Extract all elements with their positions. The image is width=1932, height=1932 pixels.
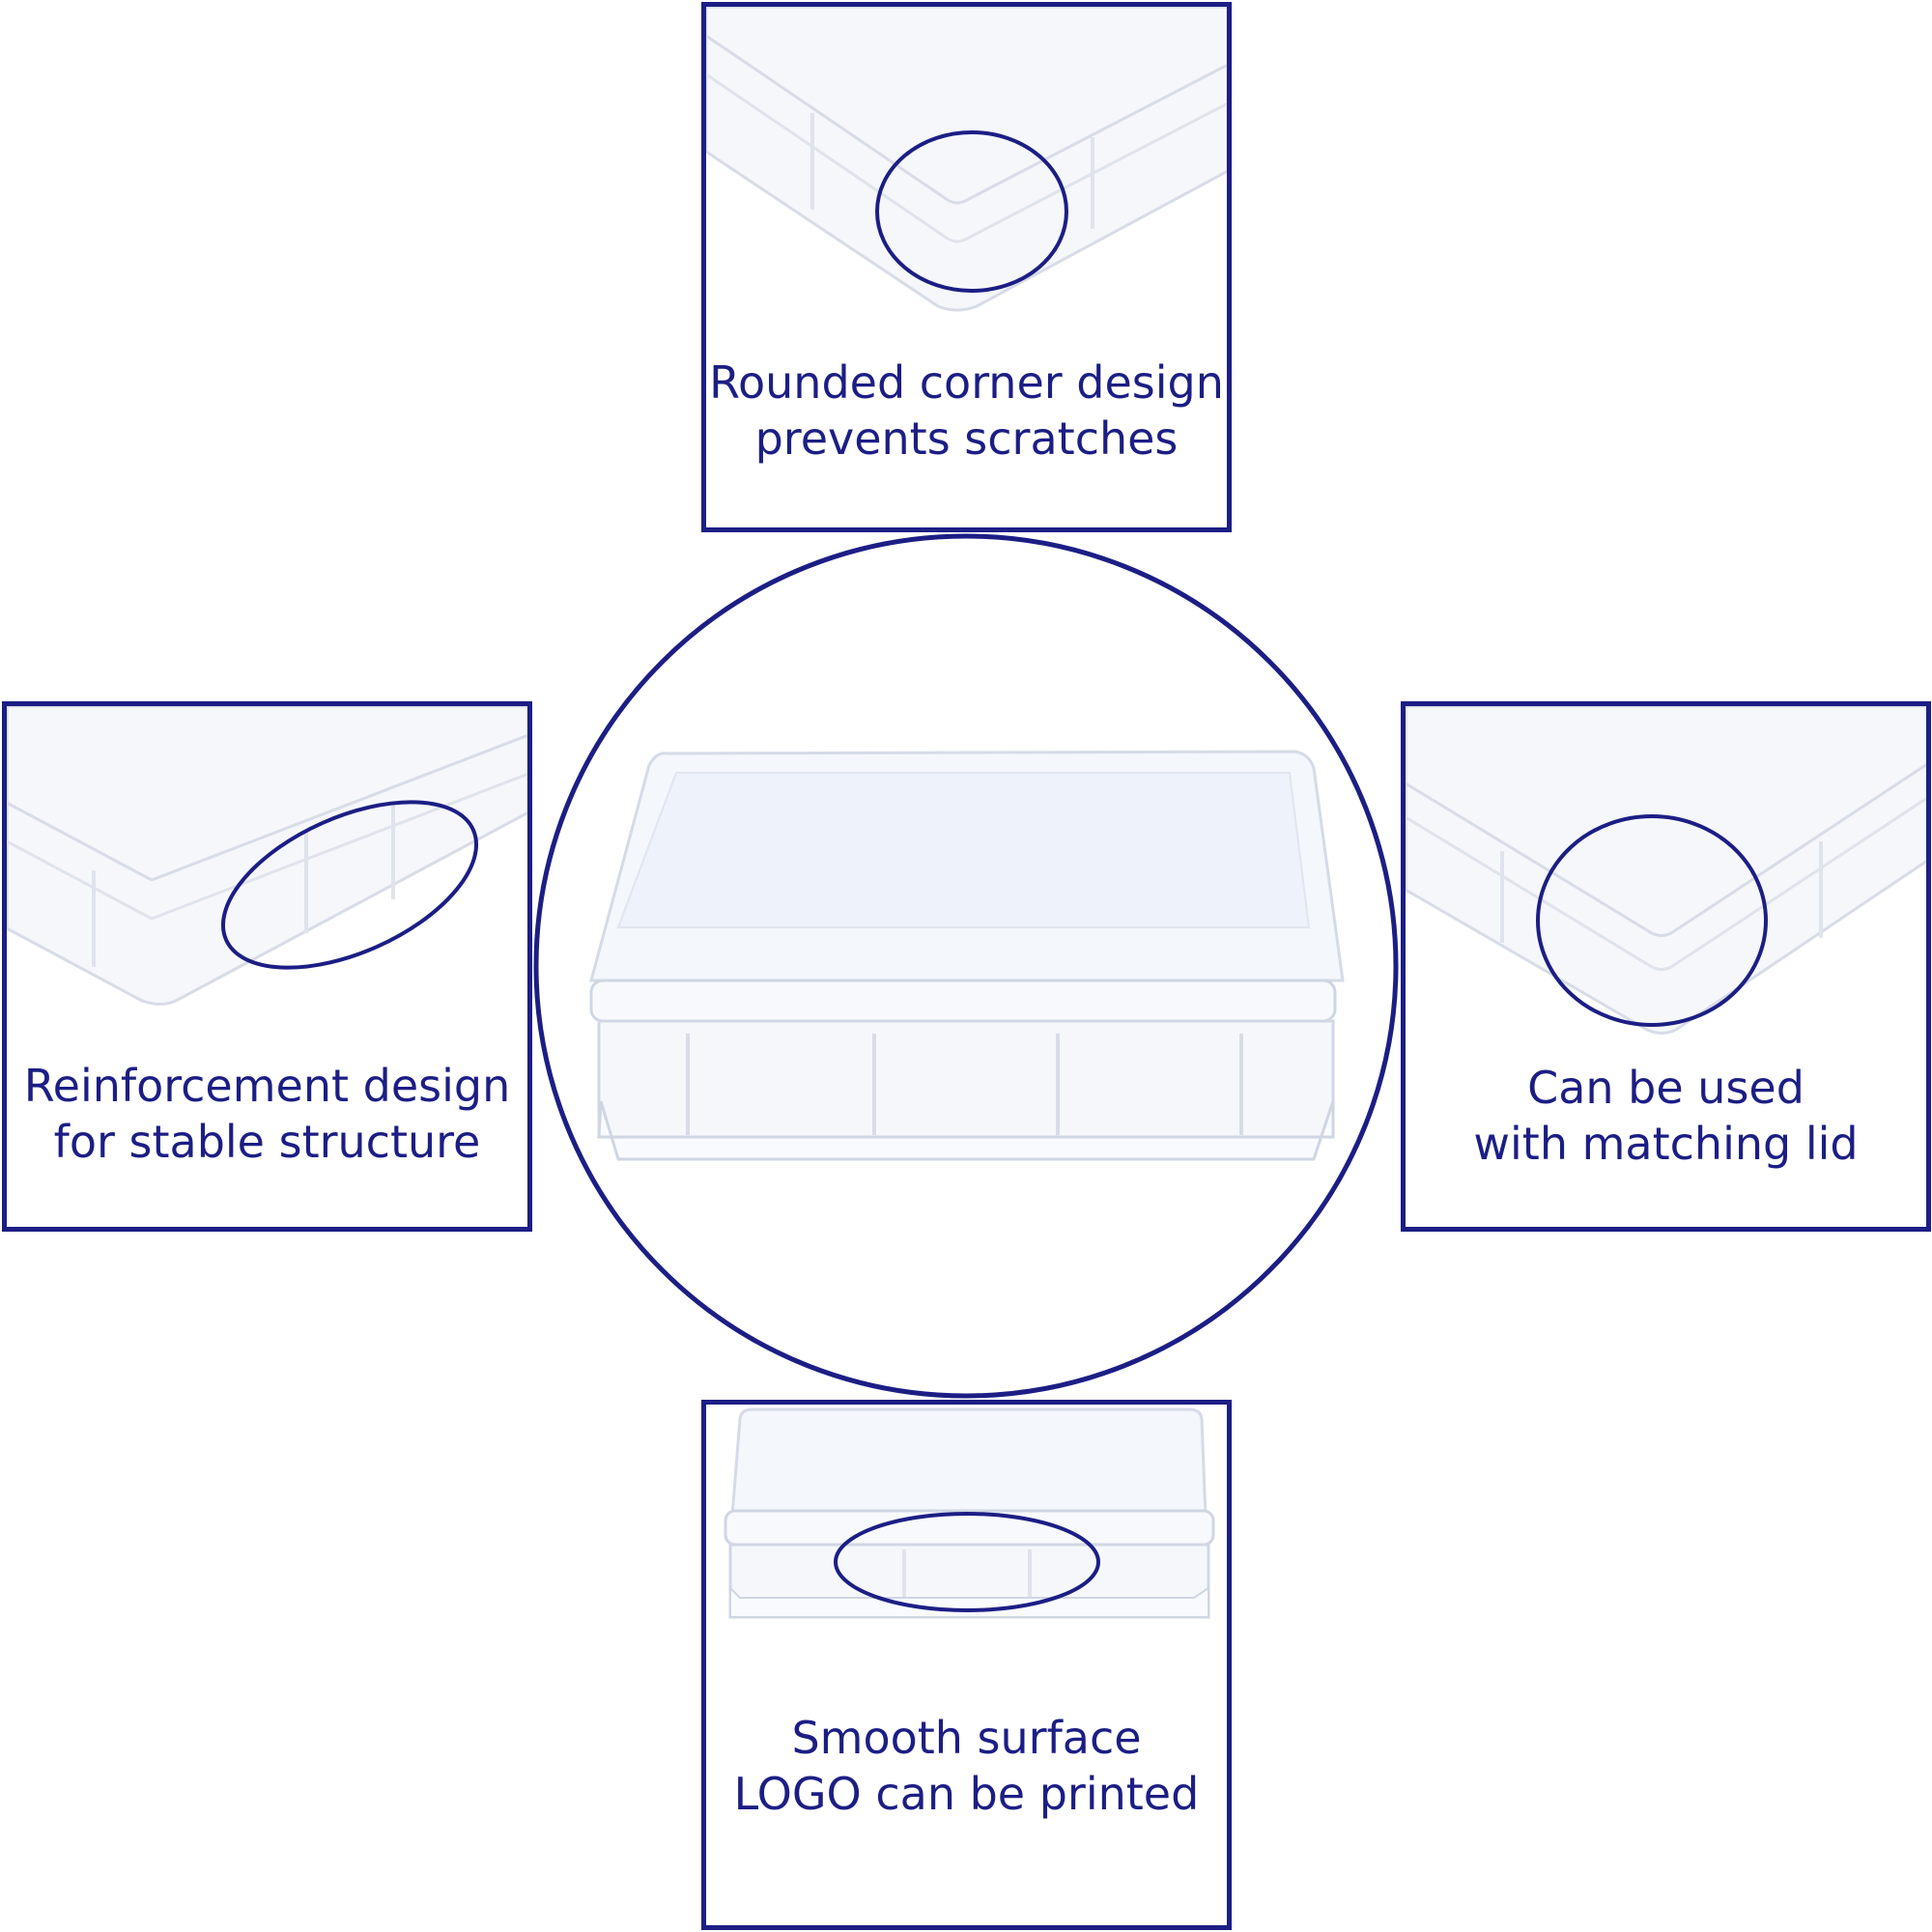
caption-line-1: Can be used xyxy=(1527,1062,1804,1114)
caption-line-1: Rounded corner design xyxy=(709,356,1224,409)
crate-side-ribs-closeup-image xyxy=(7,706,527,1006)
highlight-ellipse xyxy=(834,1512,1100,1612)
feature-panel-top: Rounded corner design prevents scratches xyxy=(701,2,1232,532)
caption-line-2: prevents scratches xyxy=(754,412,1179,465)
feature-caption-right: Can be used with matching lid xyxy=(1406,1060,1926,1172)
highlight-ellipse xyxy=(1536,814,1768,1027)
feature-panel-left: Reinforcement design for stable structur… xyxy=(2,701,532,1232)
feature-caption-top: Rounded corner design prevents scratches xyxy=(706,355,1227,467)
highlight-ellipse xyxy=(220,800,479,970)
crate-corner-closeup-image xyxy=(706,7,1227,312)
feature-caption-left: Reinforcement design for stable structur… xyxy=(7,1058,527,1170)
highlight-ellipse xyxy=(875,130,1068,293)
white-plastic-crate-image xyxy=(589,750,1345,1161)
caption-line-2: with matching lid xyxy=(1473,1118,1859,1170)
feature-panel-right: Can be used with matching lid xyxy=(1401,701,1931,1232)
crate-rim-closeup-image xyxy=(1406,706,1926,1035)
feature-caption-bottom: Smooth surface LOGO can be printed xyxy=(706,1710,1227,1822)
center-circle-frame xyxy=(533,533,1399,1399)
crate-side-panel-closeup-image xyxy=(724,1407,1215,1619)
caption-line-2: for stable structure xyxy=(53,1116,481,1168)
caption-line-2: LOGO can be printed xyxy=(733,1768,1200,1820)
caption-line-1: Smooth surface xyxy=(791,1712,1142,1764)
caption-line-1: Reinforcement design xyxy=(23,1060,511,1112)
feature-panel-bottom: Smooth surface LOGO can be printed xyxy=(701,1400,1232,1930)
